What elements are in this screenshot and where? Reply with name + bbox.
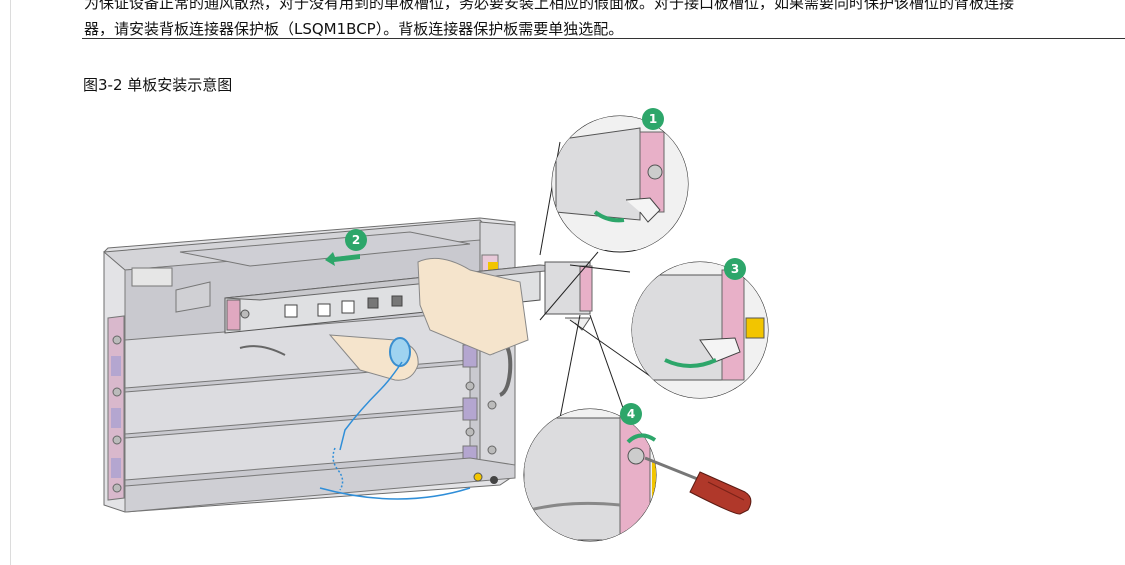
zoom-detail-step-3: [631, 261, 769, 399]
esd-wrist-strap: [319, 361, 471, 500]
step-badge-2: 2: [345, 229, 367, 251]
zoom-detail-step-4: [523, 408, 657, 542]
left-margin-rule: [10, 0, 11, 565]
slide-in-arrow-icon: [325, 252, 360, 266]
step-label-1: 1: [649, 112, 657, 126]
zoom-detail-step-1: [551, 115, 689, 253]
hand-illustration: [328, 257, 529, 381]
paragraph-line-2: 器，请安装背板连接器保护板（LSQM1BCP）。背板连接器保护板需要单独选配。: [84, 20, 624, 38]
step-badge-3: 3: [724, 258, 746, 280]
body-paragraph: 为保证设备正常的通风散热，对于没有用到的单板槽位，务必要安装上相应的假面板。对于…: [84, 0, 1124, 42]
paragraph-line-1: 为保证设备正常的通风散热，对于没有用到的单板槽位，务必要安装上相应的假面板。对于…: [84, 0, 1015, 12]
step-label-3: 3: [731, 262, 739, 276]
figure-caption: 图3-2 单板安装示意图: [83, 76, 233, 94]
step-label-4: 4: [627, 407, 635, 421]
step-badge-1: 1: [642, 108, 664, 130]
section-divider: [82, 38, 1125, 39]
screwdriver-icon: [644, 456, 752, 515]
step-label-2: 2: [352, 233, 360, 247]
step-badge-4: 4: [620, 403, 642, 425]
